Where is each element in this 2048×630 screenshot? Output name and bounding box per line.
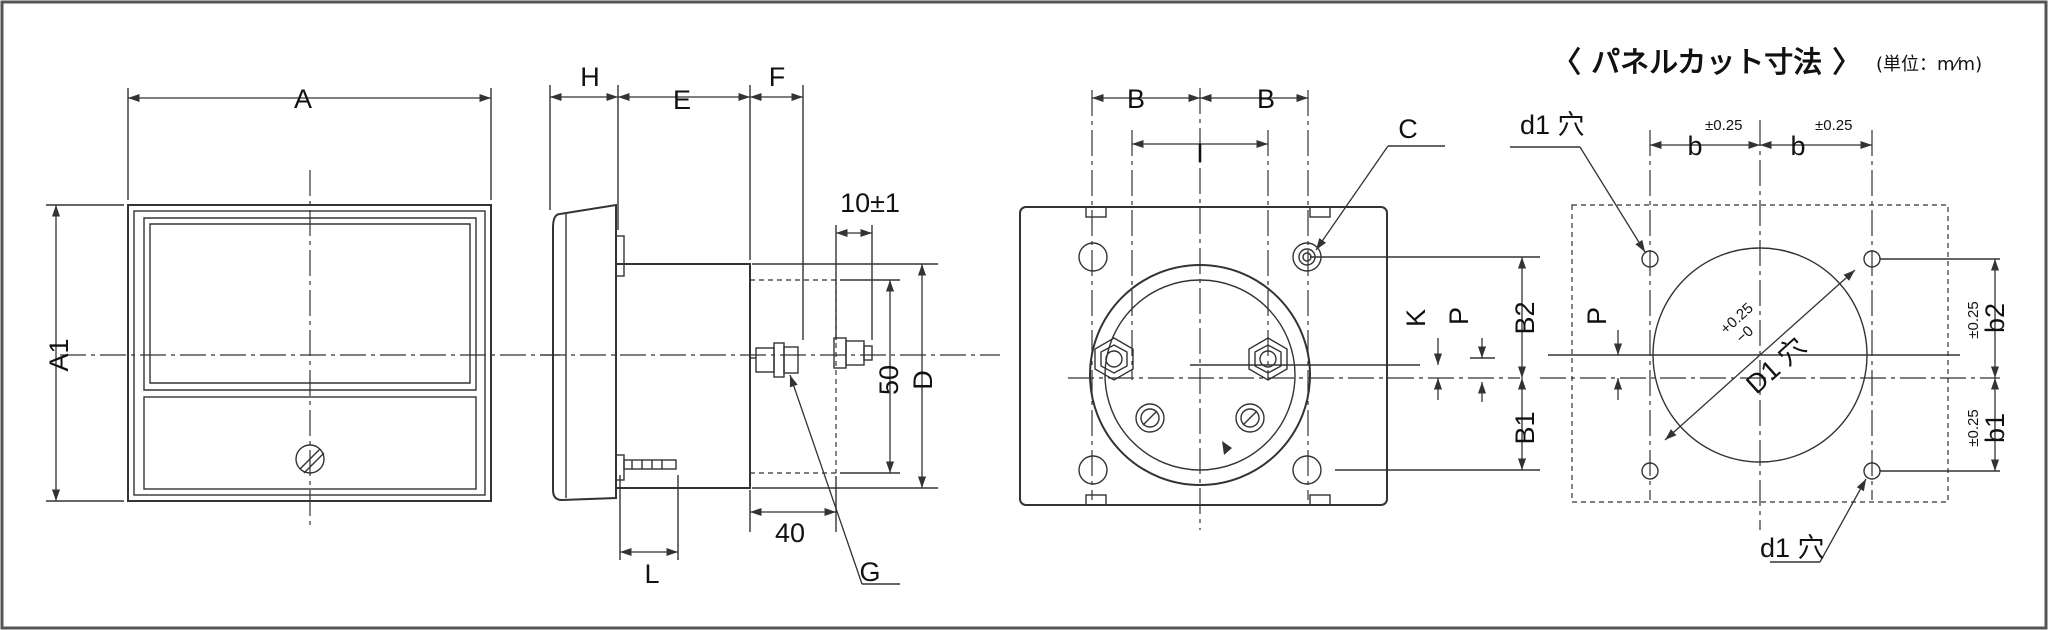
side-view: H E F 10±1 50 D 40 L G — [540, 62, 1000, 589]
label-B-right: B — [1257, 84, 1275, 114]
label-F: F — [769, 62, 786, 92]
label-I: I — [1196, 138, 1204, 168]
label-b1: b1 — [1980, 413, 2010, 443]
label-H: H — [580, 62, 600, 92]
panel-cut-view: 〈 パネルカット寸法 〉 (単位：m⁄m) b ±0.25 b ±0.25 d1… — [1510, 45, 2010, 563]
label-K: K — [1401, 309, 1431, 327]
tol-b1: ±0.25 — [1965, 409, 1982, 446]
panel-cut-title: 〈 パネルカット寸法 〉 — [1552, 45, 1861, 79]
label-A1: A1 — [44, 338, 74, 371]
label-G: G — [859, 557, 880, 587]
tol-b2: ±0.25 — [1965, 301, 1982, 338]
label-10-tol: 10±1 — [840, 188, 900, 218]
label-P-rear: P — [1444, 307, 1474, 325]
label-E: E — [673, 85, 691, 115]
label-B2: B2 — [1510, 301, 1540, 334]
label-d1-bottom: d1 穴 — [1760, 533, 1825, 563]
label-D: D — [908, 370, 938, 390]
label-B-left: B — [1127, 84, 1145, 114]
label-b-right: b — [1790, 131, 1805, 161]
unit-note: (単位：m⁄m) — [1876, 54, 1982, 75]
front-view: A A1 — [44, 84, 560, 530]
tol-b-left: ±0.25 — [1705, 117, 1742, 134]
label-A: A — [294, 84, 312, 114]
label-b-left: b — [1687, 131, 1702, 161]
label-L: L — [644, 559, 659, 589]
label-40: 40 — [775, 518, 805, 548]
label-C: C — [1398, 114, 1418, 144]
rear-view: B B I C K P B2 B1 — [1019, 84, 1540, 530]
tol-b-right: ±0.25 — [1815, 117, 1852, 134]
label-b2: b2 — [1980, 303, 2010, 333]
label-B1: B1 — [1510, 411, 1540, 444]
label-P-cut: P — [1582, 307, 1612, 325]
label-d1-top: d1 穴 — [1520, 110, 1585, 140]
label-50: 50 — [874, 365, 904, 395]
